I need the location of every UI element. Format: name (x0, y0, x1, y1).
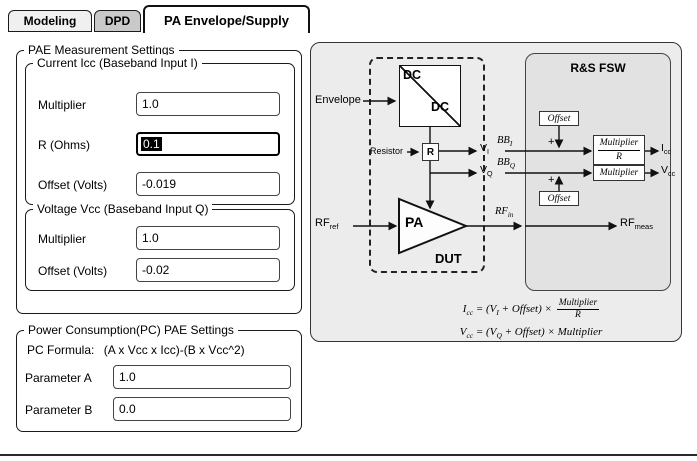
bbq-signal-label: BBQ (497, 157, 515, 171)
pc-formula-value: (A x Vcc x Icc)-(B x Vcc^2) (103, 343, 245, 357)
tab-dpd[interactable]: DPD (94, 10, 141, 32)
vcc-offset-label: Offset (Volts) (38, 264, 108, 278)
r-ohms-label: R (Ohms) (38, 138, 90, 152)
multiplier-box: Multiplier (593, 165, 645, 181)
icc-offset-label: Offset (Volts) (38, 178, 108, 192)
icc-output-label: Icc (661, 142, 672, 157)
dut-label: DUT (435, 251, 462, 266)
pc-formula-row: PC Formula: (A x Vcc x Icc)-(B x Vcc^2) (27, 343, 245, 357)
diagram-panel: R&S FSW (310, 42, 682, 342)
resistor-label: Resistor (370, 146, 404, 156)
icc-offset-input[interactable] (136, 172, 280, 196)
multiplier-over-r-box: Multiplier R (593, 135, 645, 165)
vq-signal-label: VQ (480, 164, 493, 179)
dc-bottom-label: DC (431, 100, 450, 114)
voltage-vcc-title: Voltage Vcc (Baseband Input Q) (33, 201, 213, 218)
vcc-multiplier-label: Multiplier (38, 232, 87, 246)
rf-ref-label: RFref (315, 217, 339, 232)
tab-modeling[interactable]: Modeling (8, 10, 92, 32)
dut-dashed-box (369, 57, 485, 273)
dc-top-label: DC (403, 68, 422, 82)
plus-sign-top: + (548, 136, 555, 148)
rf-in-label: RFin (495, 206, 514, 220)
current-icc-title: Current Icc (Baseband Input I) (33, 55, 202, 72)
current-icc-group: Current Icc (Baseband Input I) Multiplie… (25, 55, 295, 205)
pc-formula-label: PC Formula: (27, 343, 95, 357)
tab-pa-envelope-supply-label: PA Envelope/Supply (164, 12, 289, 28)
icc-multiplier-label: Multiplier (38, 98, 87, 112)
offset-box-top: Offset (539, 111, 579, 126)
tab-modeling-label: Modeling (23, 14, 77, 28)
resistor-box: R (422, 143, 439, 161)
pa-label: PA (405, 214, 424, 230)
vcc-multiplier-input[interactable] (136, 226, 280, 250)
offset-box-bottom: Offset (539, 191, 579, 206)
pae-measurement-settings-group: PAE Measurement Settings Current Icc (Ba… (16, 42, 302, 314)
plus-sign-bottom: + (548, 174, 555, 186)
bbi-signal-label: BBI (497, 135, 513, 149)
power-consumption-group: Power Consumption(PC) PAE Settings PC Fo… (16, 322, 302, 432)
envelope-label: Envelope (315, 94, 361, 106)
dc-dc-converter-block (399, 65, 461, 127)
r-ohms-selected-value: 0.1 (141, 137, 162, 151)
vi-signal-label: VI (480, 142, 489, 157)
power-consumption-title: Power Consumption(PC) PAE Settings (24, 322, 238, 339)
tab-pa-envelope-supply[interactable]: PA Envelope/Supply (143, 5, 310, 33)
parameter-b-input[interactable] (113, 397, 291, 421)
voltage-vcc-group: Voltage Vcc (Baseband Input Q) Multiplie… (25, 201, 295, 291)
tab-dpd-label: DPD (104, 14, 131, 28)
parameter-a-input[interactable] (113, 365, 291, 389)
fsw-title: R&S FSW (570, 61, 626, 75)
icc-multiplier-input[interactable] (136, 92, 280, 116)
rf-meas-label: RFmeas (620, 217, 653, 232)
vcc-formula: Vcc = (VQ + Offset) × Multiplier (459, 326, 603, 341)
r-ohms-input[interactable]: 0.1 (136, 132, 280, 156)
vcc-output-label: Vcc (661, 164, 676, 179)
parameter-b-label: Parameter B (25, 403, 93, 417)
parameter-a-label: Parameter A (25, 371, 92, 385)
window-bottom-border (0, 454, 697, 456)
vcc-offset-input[interactable] (136, 258, 280, 282)
pae-measurement-settings-title: PAE Measurement Settings (24, 42, 179, 59)
